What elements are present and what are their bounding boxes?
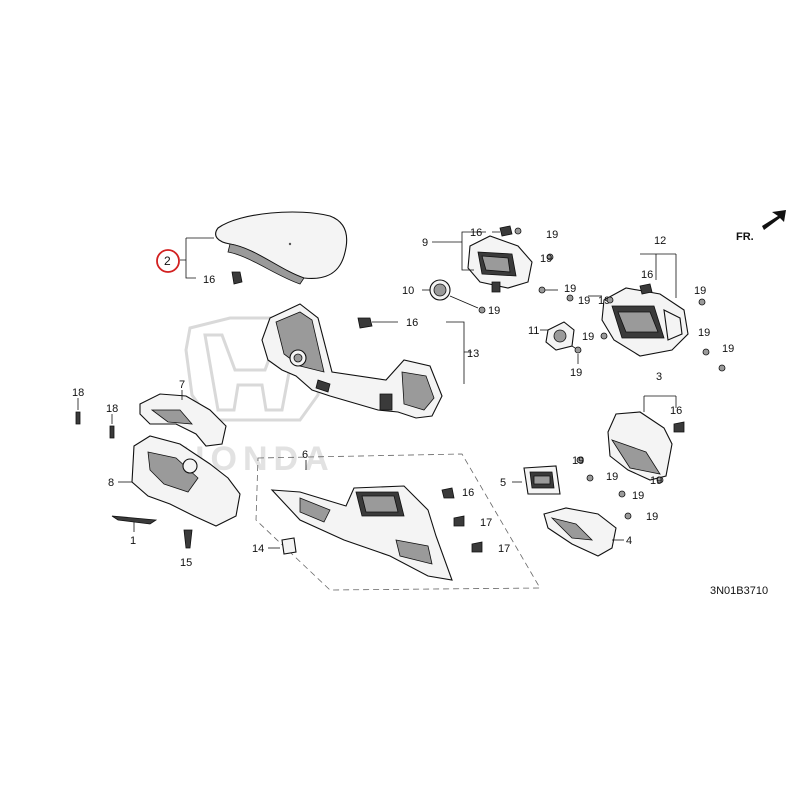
callout-11: 11 [528,325,539,337]
bolt-19-m [656,476,664,484]
clip-17-a [453,515,465,527]
bolt-19-d [566,294,574,302]
part-6-dash-panel [255,453,541,591]
callout-16-vent12: 16 [641,269,653,281]
part-4-lower-panel [543,507,617,557]
clip-16-e [673,421,685,433]
callout-14: 14 [252,543,264,555]
callout-9: 9 [422,237,428,249]
bolt-19-k [718,364,726,372]
bolt-19-i [698,298,706,306]
bolt-19-f [574,346,582,354]
part-5-switch-panel [523,465,561,495]
callout-7: 7 [179,379,185,391]
callout-10: 10 [402,285,414,297]
bolt-19-c [538,286,546,294]
callout-18-a: 18 [72,387,84,399]
callout-19-n: 19 [606,471,618,483]
part-2-lid [215,211,348,285]
callout-8: 8 [108,477,114,489]
callout-16-console: 16 [406,317,418,329]
bolt-19-l [576,456,584,464]
callout-19-h: 19 [582,331,594,343]
callout-19-e: 19 [488,305,500,317]
bolt-19-p [624,512,632,520]
part-12-vent-right [601,287,689,357]
callout-16-vent9: 16 [470,227,482,239]
callout-5: 5 [500,477,506,489]
bolt-19-j [702,348,710,356]
callout-2-leader [180,237,214,279]
part-18-screw-a [75,411,81,425]
callout-19-p: 19 [646,511,658,523]
part-13-console-frame [261,303,443,419]
callout-2-highlight-ring [156,249,180,273]
callout-15: 15 [180,557,192,569]
part-10-ring-vent [422,279,479,309]
callout-13: 13 [467,348,479,360]
front-direction-arrow [762,210,786,230]
callout-16-lid: 16 [203,274,215,286]
callout-19-j: 19 [698,327,710,339]
callout-9-leader [432,231,500,271]
bolt-19-e [478,306,486,314]
drawing-code: 3N01B3710 [710,585,768,597]
part-7-upper-column-cover [139,393,227,447]
callout-3: 3 [656,371,662,383]
part-14-clip [281,537,297,555]
callout-17-b: 17 [498,543,510,555]
callout-12-leader [640,253,677,298]
bolt-19-b [546,253,554,261]
callout-4: 4 [626,535,632,547]
callout-3-leader [643,395,677,412]
clip-17-b [471,541,483,553]
clip-16-d [441,487,455,499]
front-marker: FR. [736,231,754,243]
clip-16-b [499,225,513,237]
callout-19-b: 19 [540,253,552,265]
callout-13-leader [372,321,472,384]
bolt-19-o [618,490,626,498]
callout-2: 2 [164,254,171,268]
part-3-side-panel [607,411,673,481]
bolt-19-n [586,474,594,482]
callout-12: 12 [654,235,666,247]
part-9-vent [467,235,533,293]
honda-watermark-logo: HONDA [180,316,329,478]
callout-1: 1 [130,535,136,547]
part-18-screw-b [109,425,115,439]
callout-19-c: 19 [564,283,576,295]
callout-19-l: 19 [572,455,584,467]
clip-16-a [357,317,373,329]
part-11-knob-vent [540,321,579,351]
part-1-strip [111,515,158,525]
callout-19-g: 19 [598,295,610,307]
bolt-19-a [514,227,522,235]
part-8-lower-column-cover [131,435,241,527]
callout-19-i: 19 [694,285,706,297]
callout-18-b: 18 [106,403,118,415]
callout-19-d: 19 [578,295,590,307]
callout-16-panel: 16 [462,487,474,499]
callout-16-side: 16 [670,405,682,417]
callout-6: 6 [302,449,308,461]
part-15-screw [183,529,193,549]
callout-19-o: 19 [632,490,644,502]
callout-19-a: 19 [546,229,558,241]
callout-19-k: 19 [722,343,734,355]
bolt-19-h [600,332,608,340]
callout-17-a: 17 [480,517,492,529]
bolt-19-g [606,296,614,304]
clip-16-c [639,283,653,295]
callout-19-f: 19 [570,367,582,379]
callout-19-m: 19 [650,475,662,487]
